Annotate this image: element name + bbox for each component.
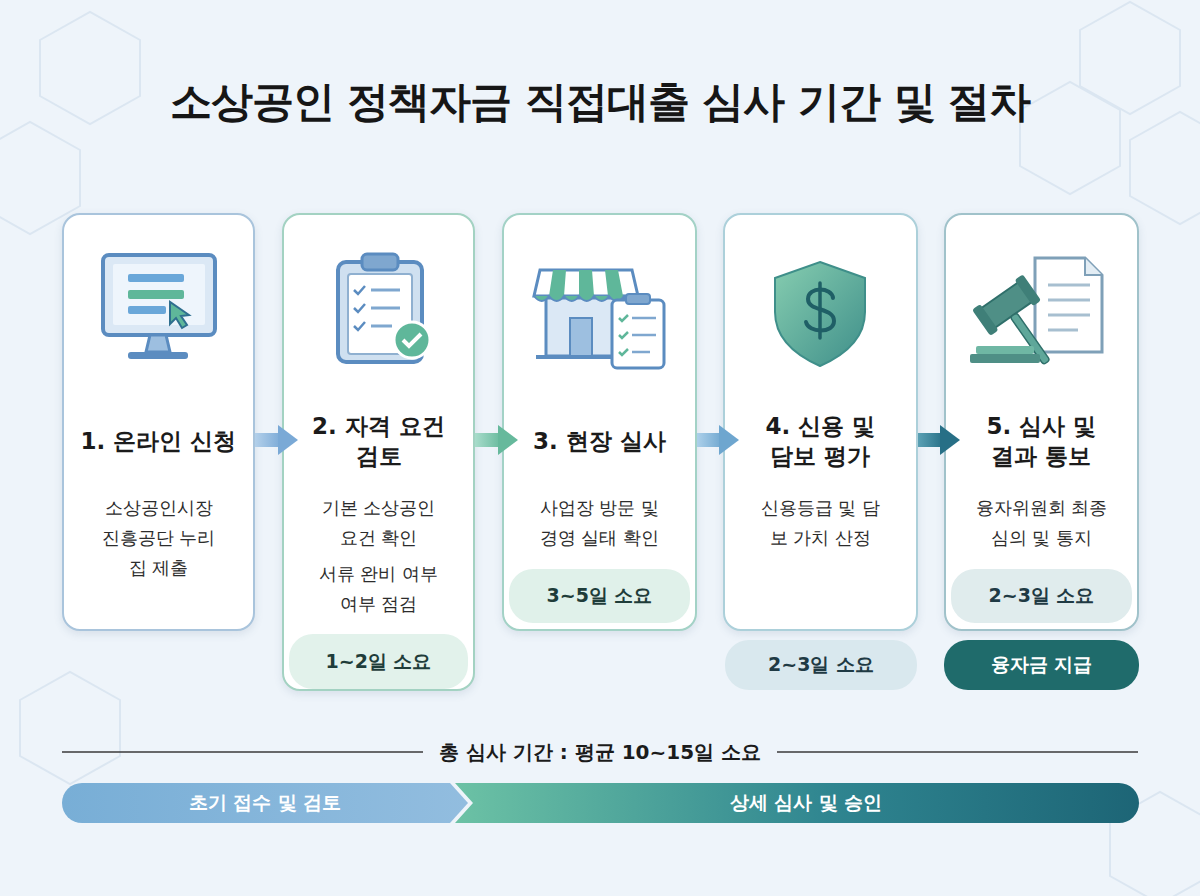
gavel-document-icon-part <box>976 346 1034 354</box>
body-area: 융자위원회 최종 심의 및 통지 <box>946 493 1137 553</box>
monitor-icon-part <box>128 290 184 299</box>
gavel-document-icon-part <box>1085 258 1102 275</box>
process-box: 2. 자격 요건 검토기본 소상공인 요건 확인서류 완비 여부 여부 점검 1~… <box>282 213 475 691</box>
step-heading: 3. 현장 실사 <box>507 426 692 456</box>
clipboard-icon-part <box>354 286 365 330</box>
clipboard-icon-part <box>362 254 398 270</box>
heading-area: 3. 현장 실사 <box>504 405 695 477</box>
band-fill <box>62 783 468 823</box>
body-area: 소상공인시장 진흥공단 누리집 제출 <box>64 493 253 583</box>
store-icon-part <box>619 315 628 355</box>
clipboard-icon-part <box>394 322 430 358</box>
flow-arrow <box>697 433 723 447</box>
gavel-document-icon-part <box>972 274 1072 380</box>
duration-text: 2~3일 소요 <box>989 583 1095 609</box>
process-box: 4. 신용 및 담보 평가신용등급 및 담보 가치 산정 <box>723 213 918 631</box>
store-icon-part <box>536 355 636 359</box>
hexagon-pattern-part <box>20 672 120 784</box>
flow-arrow <box>475 433 502 447</box>
phase-band: 초기 접수 및 검토 <box>62 783 468 823</box>
monitor-icon-part <box>146 335 170 352</box>
store-icon-part <box>612 300 664 368</box>
step-description: 사업장 방문 및 경영 실태 확인 <box>537 493 662 553</box>
phase-text: 상세 심사 및 승인 <box>712 790 883 816</box>
clipboard-icon-part <box>371 290 400 326</box>
duration-pill: 융자금 지급 <box>944 640 1139 690</box>
gavel-document-icon-part <box>1048 285 1090 330</box>
body-area: 기본 소상공인 요건 확인서류 완비 여부 여부 점검 <box>284 493 473 619</box>
shield-icon-part <box>806 290 834 331</box>
monitor-icon-part <box>170 302 189 328</box>
label-holder: 총 심사 기간 : 평균 10~15일 소요 <box>0 736 1200 768</box>
phase-band: 상세 심사 및 승인 <box>455 783 1139 823</box>
clipboard-icon-part <box>348 274 412 354</box>
store-icon-part <box>570 318 592 356</box>
step-heading: 2. 자격 요건 검토 <box>309 411 449 471</box>
step-description: 기본 소상공인 요건 확인 <box>316 493 441 553</box>
monitor-icon-part <box>128 352 188 359</box>
process-box: 5. 심사 및 결과 통보융자위원회 최종 심의 및 통지 2~3일 소요 <box>944 213 1139 631</box>
store-icon-part <box>546 298 626 356</box>
gavel-document-icon-part <box>970 354 1040 363</box>
store-icon-part <box>534 296 638 301</box>
monitor-icon-part <box>128 306 166 314</box>
gavel-document-icon-part-part <box>972 304 999 336</box>
clipboard-icon-part <box>403 334 421 346</box>
shield-icon <box>775 262 865 366</box>
step-heading: 5. 심사 및 결과 통보 <box>977 411 1107 471</box>
body-area: 신용등급 및 담보 가치 산정 <box>725 493 916 553</box>
process-box: 3. 현장 실사사업장 방문 및 경영 실태 확인 3~5일 소요 <box>502 213 697 631</box>
flow-arrow <box>255 433 282 447</box>
heading-area: 4. 신용 및 담보 평가 <box>725 405 916 477</box>
step-heading: 1. 온라인 신청 <box>66 426 251 456</box>
duration-text: 2~3일 소요 <box>768 652 874 678</box>
process-box: 1. 온라인 신청소상공인시장 진흥공단 누리집 제출 <box>62 213 255 631</box>
step-heading: 4. 신용 및 담보 평가 <box>756 411 886 471</box>
shield-icon-part <box>775 262 865 366</box>
step-description: 융자위원회 최종 심의 및 통지 <box>969 493 1114 553</box>
phase-text: 초기 접수 및 검토 <box>189 790 342 816</box>
duration-pill: 3~5일 소요 <box>509 569 690 623</box>
gavel-document-icon-part-part <box>1015 274 1042 306</box>
shield-icon-part <box>818 283 822 338</box>
gavel-document-icon <box>970 258 1102 380</box>
monitor-icon-part <box>128 274 184 282</box>
duration-text: 융자금 지급 <box>991 652 1093 678</box>
hexagon-pattern-part <box>1130 112 1200 224</box>
hexagon-pattern-part <box>1080 2 1180 114</box>
duration-pill: 2~3일 소요 <box>951 569 1132 623</box>
monitor-icon <box>103 255 215 359</box>
step-description: 소상공인시장 진흥공단 누리집 제출 <box>96 493 221 583</box>
clipboard-icon <box>338 254 430 362</box>
gavel-document-icon-part-part <box>979 281 1034 329</box>
monitor-icon-part <box>113 264 205 325</box>
duration-pill: 2~3일 소요 <box>725 640 917 690</box>
clipboard-icon-part <box>338 262 422 362</box>
hexagon-pattern-part <box>1020 82 1120 194</box>
heading-area: 5. 심사 및 결과 통보 <box>946 405 1137 477</box>
step-description: 신용등급 및 담보 가치 산정 <box>758 493 883 553</box>
hexagon-pattern-part <box>40 12 140 124</box>
step-description: 서류 완비 여부 여부 점검 <box>316 559 441 619</box>
heading-area: 1. 온라인 신청 <box>64 405 253 477</box>
duration-pill: 1~2일 소요 <box>289 634 468 689</box>
flow-arrow <box>918 433 944 447</box>
gavel-document-icon-part <box>1035 258 1102 352</box>
store-icon-part <box>626 294 650 304</box>
monitor-icon-part <box>103 255 215 335</box>
store-icon-part <box>549 270 623 296</box>
store-icon-part <box>632 318 656 352</box>
gavel-document-icon-part-part <box>1010 313 1050 365</box>
duration-text: 1~2일 소요 <box>326 649 432 675</box>
diagram-title: 소상공인 정책자금 직접대출 심사 기간 및 절차 <box>0 72 1200 132</box>
store-icon <box>534 270 664 368</box>
store-icon-part <box>534 270 638 296</box>
heading-area: 2. 자격 요건 검토 <box>284 405 473 477</box>
duration-text: 3~5일 소요 <box>547 583 653 609</box>
total-duration-label: 총 심사 기간 : 평균 10~15일 소요 <box>423 736 777 768</box>
body-area: 사업장 방문 및 경영 실태 확인 <box>504 493 695 553</box>
band-fill <box>455 783 1139 823</box>
